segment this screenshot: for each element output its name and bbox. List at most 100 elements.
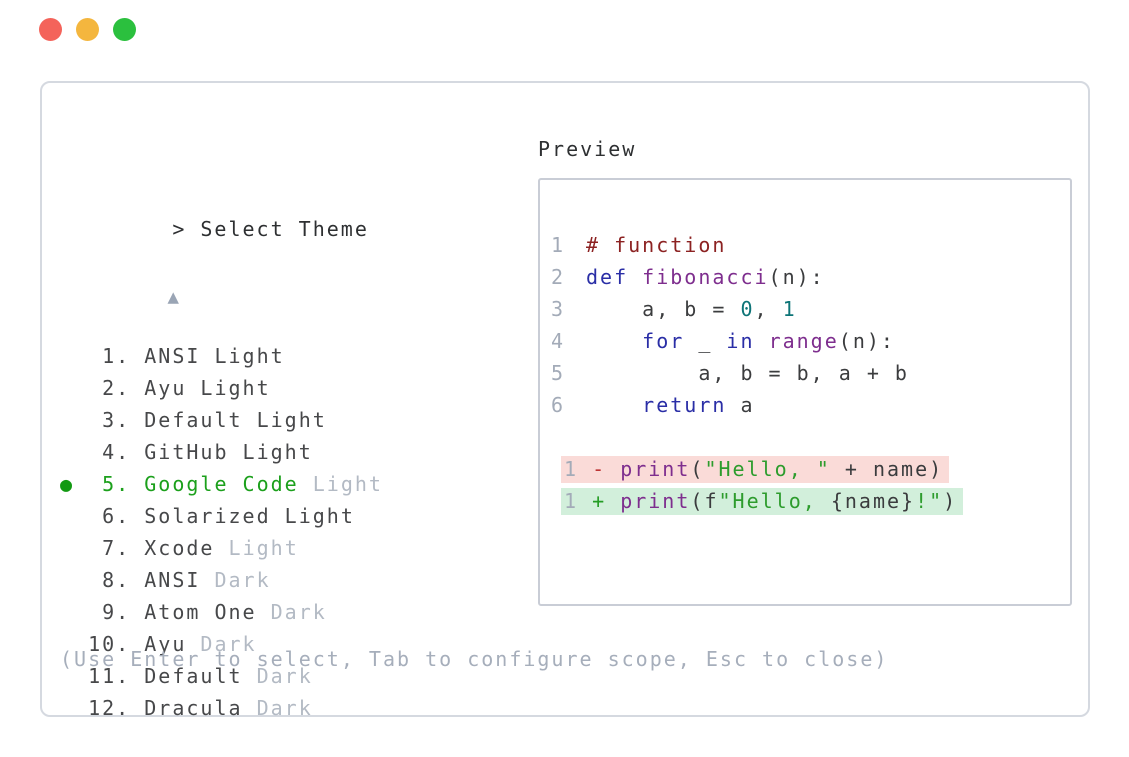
code-line: 4 for _ in range(n): bbox=[551, 325, 1070, 357]
diff-line-removed: 1 - print("Hello, " + name) bbox=[551, 453, 1070, 485]
code-segment bbox=[586, 329, 642, 353]
theme-list: 1. ANSI Light 2. Ayu Light 3. Default Li… bbox=[60, 340, 383, 724]
theme-number: 3. bbox=[88, 408, 145, 432]
diff-sign: + bbox=[592, 488, 621, 513]
bullet-placeholder bbox=[60, 408, 88, 432]
code-segment: def bbox=[586, 265, 629, 289]
minimize-button[interactable] bbox=[76, 18, 99, 41]
theme-number: 11. bbox=[88, 664, 145, 688]
code-segment: , bbox=[754, 297, 783, 321]
theme-list-item[interactable]: 8. ANSI Dark bbox=[60, 564, 383, 596]
theme-variant: Dark bbox=[242, 696, 313, 720]
code-segment: a, b = b, a + b bbox=[586, 361, 909, 385]
line-number: 2 bbox=[551, 265, 566, 289]
theme-list-item[interactable]: 1. ANSI Light bbox=[60, 340, 383, 372]
code-segment: (n): bbox=[838, 329, 895, 353]
theme-picker-window: > Select Theme ▲ 1. ANSI Light 2. Ayu Lig… bbox=[40, 81, 1090, 720]
theme-list-item[interactable]: 7. Xcode Light bbox=[60, 532, 383, 564]
line-number: 1 bbox=[564, 488, 593, 513]
theme-number: 12. bbox=[88, 696, 145, 720]
scroll-up-indicator[interactable]: ▲ bbox=[60, 261, 383, 308]
theme-name: Xcode bbox=[144, 536, 215, 560]
code-line: 3 a, b = 0, 1 bbox=[551, 293, 1070, 325]
theme-name: ANSI bbox=[144, 568, 201, 592]
theme-name: Dracula bbox=[144, 696, 243, 720]
line-number: 1 bbox=[551, 233, 566, 257]
code-segment: !" bbox=[915, 488, 944, 513]
line-number: 5 bbox=[551, 361, 566, 385]
theme-variant: Light bbox=[298, 472, 383, 496]
theme-list-item[interactable]: 6. Solarized Light bbox=[60, 500, 383, 532]
code-segment: range bbox=[768, 329, 839, 353]
line-number: 4 bbox=[551, 329, 566, 353]
diff-line-highlight: 1 - print("Hello, " + name) bbox=[561, 455, 950, 483]
theme-name: ANSI Light bbox=[144, 344, 285, 368]
code-segment: _ bbox=[684, 329, 727, 353]
theme-list-item[interactable]: 10. Ayu Dark bbox=[60, 628, 383, 660]
keyboard-hint: (Use Enter to select, Tab to configure s… bbox=[60, 647, 889, 671]
code-segment: # function bbox=[586, 233, 727, 257]
code-segment: for bbox=[642, 329, 685, 353]
theme-variant: Dark bbox=[186, 632, 257, 656]
bullet-placeholder bbox=[60, 440, 88, 464]
theme-name: Default bbox=[144, 664, 243, 688]
theme-number: 7. bbox=[88, 536, 145, 560]
bullet-placeholder bbox=[60, 376, 88, 400]
bullet-placeholder bbox=[60, 344, 88, 368]
theme-number: 6. bbox=[88, 504, 145, 528]
diff-line-added: 1 + print(f"Hello, {name}!") bbox=[551, 485, 1070, 517]
code-line: 5 a, b = b, a + b bbox=[551, 357, 1070, 389]
diff-sign: - bbox=[592, 456, 621, 481]
bullet-placeholder bbox=[60, 696, 88, 720]
prompt-marker: > bbox=[172, 217, 187, 241]
theme-list-item[interactable]: 12. Dracula Dark bbox=[60, 692, 383, 724]
code-line: 6 return a bbox=[551, 389, 1070, 421]
theme-variant: Dark bbox=[256, 600, 327, 624]
zoom-button[interactable] bbox=[113, 18, 136, 41]
theme-name: Atom One bbox=[144, 600, 257, 624]
theme-variant: Dark bbox=[242, 664, 313, 688]
theme-name: Default Light bbox=[144, 408, 327, 432]
theme-number: 5. bbox=[88, 472, 145, 496]
preview-label: Preview bbox=[538, 137, 637, 161]
code-blank-line bbox=[551, 421, 1070, 453]
code-segment bbox=[755, 329, 769, 353]
selection-bullet-icon: ● bbox=[60, 472, 89, 496]
code-segment: in bbox=[726, 329, 755, 353]
code-segment: {name} bbox=[830, 488, 916, 513]
theme-number: 9. bbox=[88, 600, 145, 624]
code-segment: ) bbox=[943, 488, 958, 513]
bullet-placeholder bbox=[60, 536, 88, 560]
code-segment: + name) bbox=[830, 456, 944, 481]
theme-number: 2. bbox=[88, 376, 145, 400]
theme-list-item[interactable]: 11. Default Dark bbox=[60, 660, 383, 692]
theme-list-item[interactable]: ● 5. Google Code Light bbox=[60, 468, 383, 500]
line-number: 1 bbox=[564, 456, 593, 481]
code-segment bbox=[586, 393, 642, 417]
code-segment: a bbox=[726, 393, 755, 417]
theme-variant: Light bbox=[214, 536, 299, 560]
code-segment: (f bbox=[690, 488, 719, 513]
theme-name: Ayu bbox=[144, 632, 187, 656]
theme-picker-panel: > Select Theme ▲ 1. ANSI Light 2. Ayu Lig… bbox=[60, 133, 383, 757]
close-button[interactable] bbox=[39, 18, 62, 41]
theme-list-item[interactable]: 4. GitHub Light bbox=[60, 436, 383, 468]
theme-list-item[interactable]: 3. Default Light bbox=[60, 404, 383, 436]
bullet-placeholder bbox=[60, 600, 88, 624]
bullet-placeholder bbox=[60, 504, 88, 528]
code-line: 1 # function bbox=[551, 229, 1070, 261]
theme-number: 10. bbox=[88, 632, 145, 656]
line-number: 6 bbox=[551, 393, 566, 417]
theme-list-item[interactable]: 2. Ayu Light bbox=[60, 372, 383, 404]
theme-name: Solarized Light bbox=[144, 504, 355, 528]
picker-title-row: > Select Theme bbox=[60, 181, 383, 241]
page-title: Select Theme bbox=[200, 217, 369, 241]
code-segment: a, b = bbox=[586, 297, 741, 321]
theme-list-item[interactable]: 9. Atom One Dark bbox=[60, 596, 383, 628]
scroll-up-icon: ▲ bbox=[167, 286, 181, 308]
